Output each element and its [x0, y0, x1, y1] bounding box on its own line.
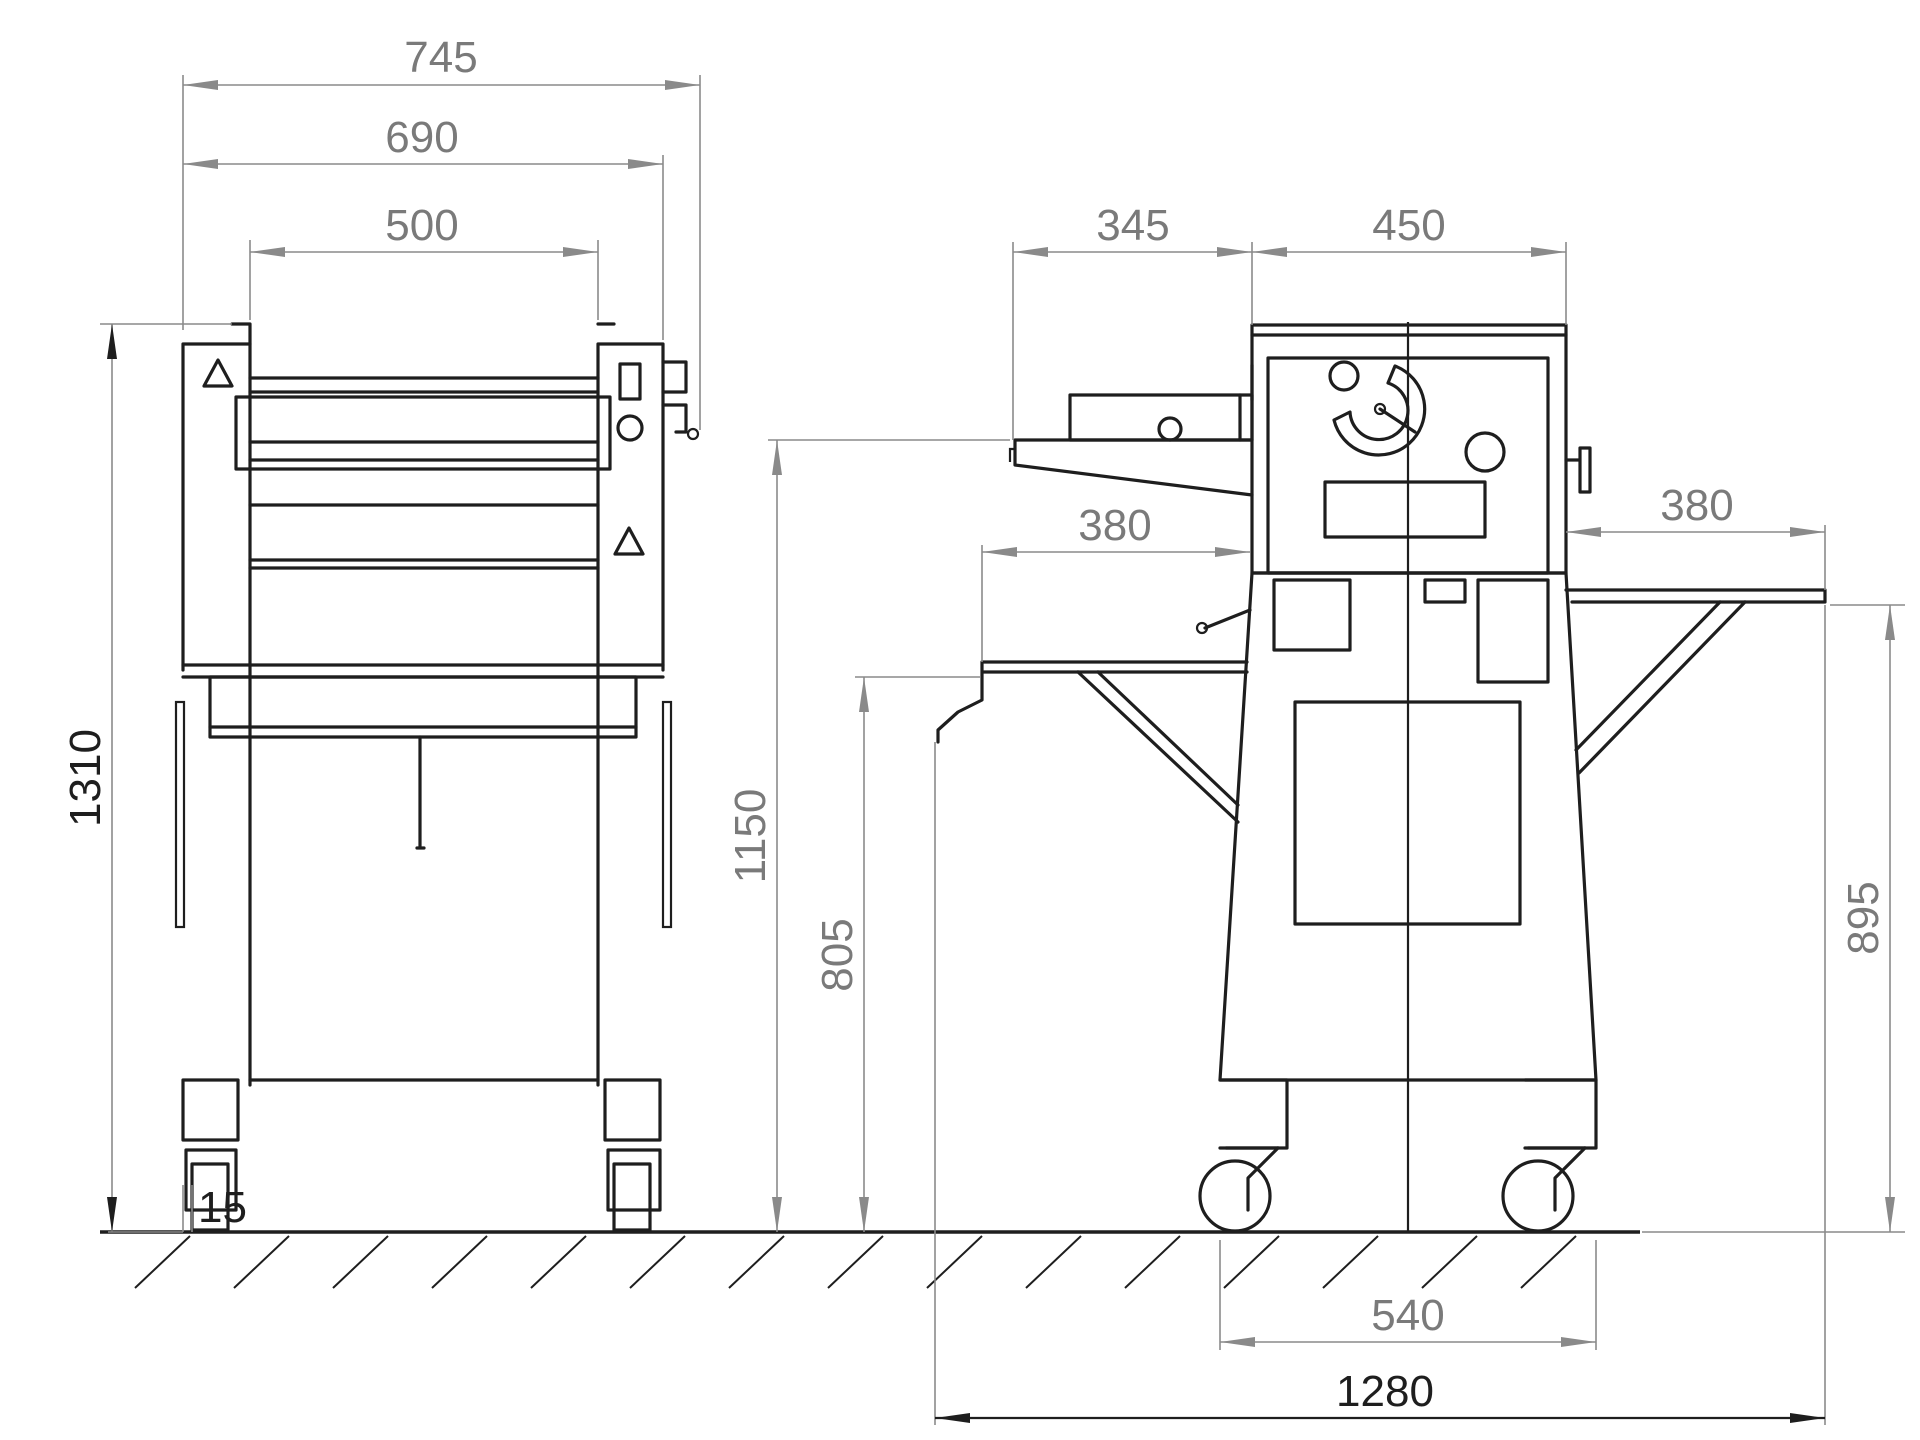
caster-wheel-icon [1198, 1159, 1272, 1233]
dimension-690: 690 [183, 113, 663, 169]
dimension-label: 1280 [1336, 1367, 1434, 1416]
dimension-label: 1310 [61, 729, 110, 827]
dimension-label: 500 [385, 201, 458, 250]
dimension-label: 450 [1372, 201, 1445, 250]
dimension-label: 895 [1839, 881, 1888, 954]
hatch-stroke [1223, 1235, 1280, 1289]
dimension-895: 895 [1839, 605, 1895, 1232]
dimension-1280: 1280 [935, 1367, 1825, 1423]
hatch-stroke [233, 1235, 290, 1289]
front-extension-lines [100, 75, 701, 1233]
dimension-500: 500 [250, 201, 598, 257]
hatch-stroke [1322, 1235, 1379, 1289]
dimension-805: 805 [813, 677, 869, 1232]
dimension-label: 1150 [726, 789, 775, 884]
side-view-machine [936, 322, 1827, 1233]
ground-hatching [134, 1235, 1577, 1289]
dimension-345: 345 [1013, 201, 1252, 257]
hatch-stroke [728, 1235, 785, 1289]
dimension-15: 15 [182, 1183, 247, 1232]
hatch-stroke [431, 1235, 488, 1289]
dimension-label: 745 [404, 33, 477, 82]
control-knob-icon [616, 414, 644, 442]
dimension-label: 690 [385, 113, 458, 162]
dimension-label: 380 [1078, 501, 1151, 550]
hatch-stroke [926, 1235, 983, 1289]
dimension-label: 805 [813, 918, 862, 991]
caster-wheel-icon [1501, 1159, 1575, 1233]
hatch-stroke [827, 1235, 884, 1289]
hatch-stroke [1025, 1235, 1082, 1289]
front-view-machine [174, 322, 700, 1232]
hatch-stroke [332, 1235, 389, 1289]
dimension-540: 540 [1220, 1291, 1596, 1347]
dimension-450: 450 [1252, 201, 1566, 257]
dimension-380-left: 380 [982, 501, 1250, 557]
side-extension-lines [768, 242, 1905, 1425]
hatch-stroke [1421, 1235, 1478, 1289]
dimension-745: 745 [183, 33, 700, 90]
dimension-label: 540 [1371, 1291, 1444, 1340]
dial-icon [1332, 364, 1427, 457]
dimension-label: 15 [198, 1183, 247, 1232]
warning-triangle-icon [613, 526, 645, 556]
hatch-stroke [1520, 1235, 1577, 1289]
hatch-stroke [1124, 1235, 1181, 1289]
dimension-label: 380 [1660, 481, 1733, 530]
dimension-1150: 1150 [726, 440, 782, 1232]
dimension-1310: 1310 [61, 324, 117, 1232]
dimension-label: 345 [1096, 201, 1169, 250]
dimension-380-right: 380 [1566, 481, 1825, 537]
hatch-stroke [530, 1235, 587, 1289]
warning-triangle-icon [202, 358, 234, 388]
hatch-stroke [629, 1235, 686, 1289]
hatch-stroke [134, 1235, 191, 1289]
